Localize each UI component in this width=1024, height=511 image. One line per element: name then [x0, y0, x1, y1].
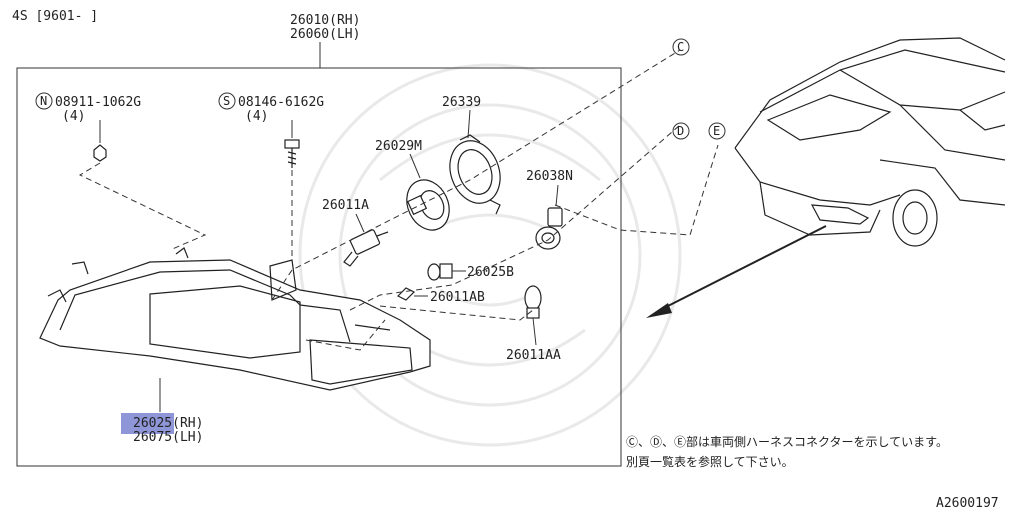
- signal-socket-icon[interactable]: [535, 207, 563, 250]
- model-code: 4S [9601- ]: [12, 9, 98, 24]
- part-26011a-label[interactable]: 26011A: [322, 198, 369, 213]
- connector-e-marker[interactable]: E: [708, 122, 726, 140]
- part-26029m-label[interactable]: 26029M: [375, 139, 422, 154]
- lamp-part-lh[interactable]: 26075(LH): [133, 430, 203, 445]
- part-26011ab-label[interactable]: 26011AB: [430, 290, 485, 305]
- diagram-id: A2600197: [936, 496, 999, 511]
- connector-d-label: D: [677, 124, 684, 138]
- highlight-box: [121, 413, 174, 434]
- headlamp-housing-icon[interactable]: [39, 247, 431, 391]
- connector-e-label: E: [713, 124, 720, 138]
- nut-icon[interactable]: [93, 144, 107, 162]
- assembly-frame: [16, 67, 622, 467]
- part-26025b-label[interactable]: 26025B: [467, 265, 514, 280]
- connector-c-label: C: [677, 40, 684, 54]
- note-line-2: 別頁一覧表を参照して下さい。: [626, 454, 794, 469]
- headlamp-bulb-icon[interactable]: [343, 229, 389, 267]
- note-line-1: Ⓒ、Ⓓ、Ⓔ部は車両側ハーネスコネクターを示しています。: [626, 434, 948, 449]
- nut-part-number: 08911-1062G: [55, 95, 141, 110]
- assembly-part-rh[interactable]: 26010(RH): [290, 13, 360, 28]
- screw-part-number: 08146-6162G: [238, 95, 324, 110]
- connector-c-marker[interactable]: C: [672, 38, 690, 56]
- nut-quantity: (4): [62, 109, 85, 124]
- side-bulb-icon[interactable]: [524, 285, 542, 319]
- wedge-bulb-icon[interactable]: [396, 287, 416, 301]
- small-bulb-icon[interactable]: [427, 263, 453, 281]
- part-26011aa-label[interactable]: 26011AA: [506, 348, 561, 363]
- watermark-emblem: [298, 63, 682, 447]
- pointer-arrow: [646, 225, 827, 318]
- car-illustration-icon: [734, 37, 1006, 247]
- screw-callout[interactable]: S 08146-6162G (4): [218, 92, 324, 124]
- connector-d-marker[interactable]: D: [672, 122, 690, 140]
- part-26339-label[interactable]: 26339: [442, 95, 481, 110]
- screw-icon[interactable]: [284, 139, 300, 168]
- lamp-part-rh[interactable]: 26025(RH): [133, 416, 203, 431]
- assembly-part-lh[interactable]: 26060(LH): [290, 27, 360, 42]
- screw-quantity: (4): [245, 109, 268, 124]
- screw-prefix-icon: S: [223, 94, 230, 108]
- nut-callout[interactable]: N 08911-1062G (4): [35, 92, 141, 124]
- bulb-cover-icon[interactable]: [399, 173, 457, 237]
- part-26038n-label[interactable]: 26038N: [526, 169, 573, 184]
- nut-prefix-icon: N: [40, 94, 47, 108]
- retainer-ring-icon[interactable]: [442, 134, 509, 215]
